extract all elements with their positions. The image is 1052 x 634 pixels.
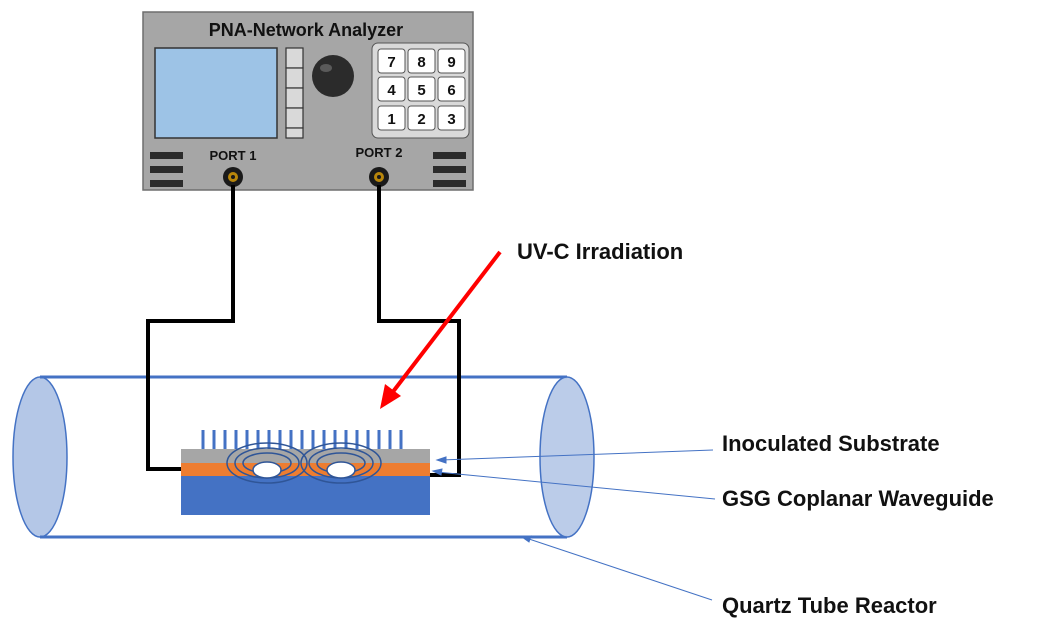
inoculated-substrate-label: Inoculated Substrate [722, 431, 940, 456]
keypad-key[interactable]: 1 [377, 105, 406, 131]
softkey[interactable] [285, 107, 304, 129]
keypad-key[interactable]: 2 [407, 105, 436, 131]
uv-c-arrow [380, 250, 502, 409]
quartz-tube-reactor [12, 375, 567, 539]
network-analyzer: PNA-Network Analyzer 7 8 9 [142, 11, 474, 191]
analyzer-screen [154, 47, 278, 139]
keypad-key[interactable]: 3 [437, 105, 466, 131]
softkey-column [285, 47, 304, 139]
vent-slots-left [150, 152, 183, 187]
port2-connector[interactable] [369, 167, 389, 187]
bacteria-cilia [201, 430, 403, 449]
key-label: 4 [387, 82, 396, 99]
tube-left-end [12, 376, 68, 538]
key-label: 9 [447, 54, 455, 71]
vent-slots-right [433, 152, 466, 187]
key-label: 6 [447, 82, 455, 99]
keypad-key[interactable]: 8 [407, 48, 436, 74]
leader-waveguide [436, 471, 716, 500]
keypad-key[interactable]: 7 [377, 48, 406, 74]
key-label: 3 [447, 111, 455, 128]
cable-port1 [146, 185, 235, 471]
leader-substrate-head [435, 456, 447, 464]
sensor-stack [181, 430, 430, 515]
quartz-tube-reactor-label: Quartz Tube Reactor [722, 593, 937, 618]
leader-waveguide-head [431, 468, 443, 476]
key-label: 7 [387, 54, 395, 71]
keypad-key[interactable]: 4 [377, 76, 406, 102]
field-lines-left [226, 442, 308, 484]
leader-lines [431, 449, 716, 601]
field-lines-right [300, 442, 382, 484]
leader-substrate [440, 449, 714, 461]
port1-connector[interactable] [223, 167, 243, 187]
softkey[interactable] [285, 87, 304, 109]
gsg-coplanar-waveguide-label: GSG Coplanar Waveguide [722, 486, 994, 511]
key-label: 8 [417, 54, 425, 71]
keypad-key[interactable]: 9 [437, 48, 466, 74]
key-label: 1 [387, 111, 395, 128]
softkey[interactable] [285, 47, 304, 69]
softkey[interactable] [285, 127, 304, 139]
port2-label: PORT 2 [356, 145, 403, 160]
port1-label: PORT 1 [210, 148, 257, 163]
key-label: 2 [417, 111, 425, 128]
control-knob[interactable] [312, 55, 354, 97]
tube-right-end [539, 376, 595, 538]
softkey[interactable] [285, 67, 304, 89]
keypad-key[interactable]: 6 [437, 76, 466, 102]
leader-reactor-head [520, 535, 532, 543]
key-label: 5 [417, 82, 425, 99]
keypad: 7 8 9 4 5 6 1 [371, 42, 470, 139]
leader-reactor [525, 537, 713, 601]
analyzer-title: PNA-Network Analyzer [209, 20, 403, 40]
knob-highlight [320, 64, 332, 72]
cable-port2 [377, 185, 461, 477]
keypad-key[interactable]: 5 [407, 76, 436, 102]
base-layer [181, 476, 430, 515]
uv-c-irradiation-label: UV-C Irradiation [517, 239, 683, 264]
coax-cables [146, 185, 461, 477]
